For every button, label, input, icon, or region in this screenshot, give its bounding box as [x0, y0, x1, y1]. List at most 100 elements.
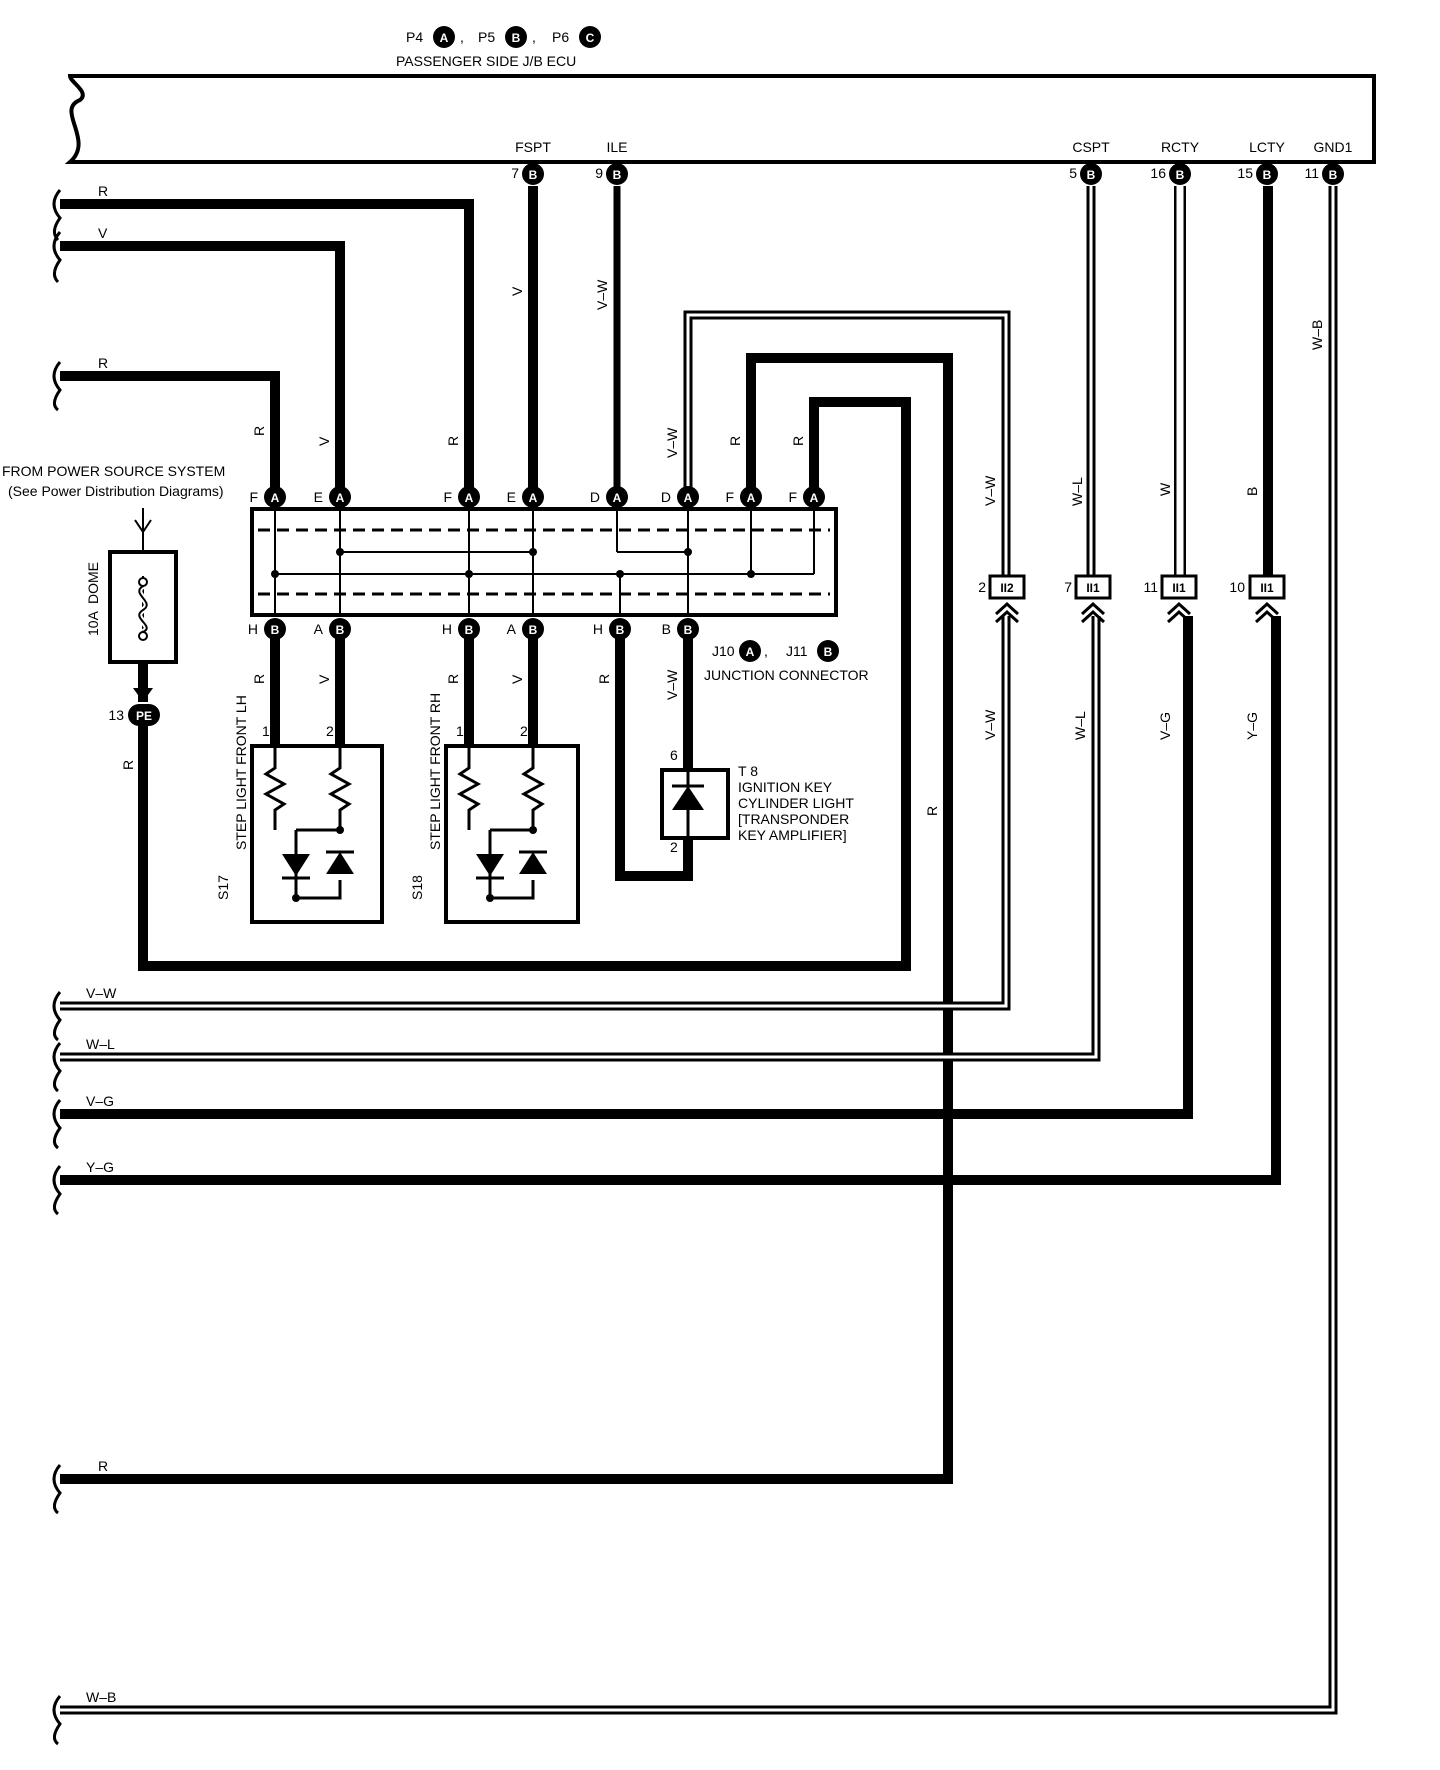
svg-text:E: E	[314, 489, 323, 505]
svg-text:E: E	[507, 489, 516, 505]
svg-text:D: D	[661, 489, 671, 505]
svg-text:R: R	[120, 760, 136, 770]
wire-r-long	[60, 353, 953, 1484]
svg-text:W–L: W–L	[86, 1036, 115, 1052]
svg-text:A: A	[810, 491, 819, 505]
svg-text:IGNITION KEY: IGNITION KEY	[738, 779, 833, 795]
svg-text:R: R	[790, 436, 806, 446]
svg-text:A: A	[314, 621, 324, 637]
svg-text:B: B	[613, 168, 622, 182]
svg-text:B: B	[616, 623, 625, 637]
svg-text:V–G: V–G	[1157, 712, 1173, 740]
svg-text:V: V	[509, 674, 525, 684]
svg-text:II1: II1	[1260, 581, 1274, 595]
svg-text:A: A	[746, 645, 755, 659]
svg-text:GND1: GND1	[1314, 139, 1353, 155]
svg-text:A: A	[336, 491, 345, 505]
svg-text:STEP LIGHT FRONT RH: STEP LIGHT FRONT RH	[427, 693, 443, 850]
svg-text:ILE: ILE	[606, 139, 627, 155]
junction-top-pins: F A E A F A E A D A D A F A F A	[249, 486, 825, 508]
svg-text:R: R	[596, 674, 612, 684]
svg-text:V: V	[316, 674, 332, 684]
svg-text:2: 2	[520, 723, 528, 739]
svg-text:1: 1	[262, 723, 270, 739]
svg-text:B: B	[529, 623, 538, 637]
svg-text:B: B	[1176, 168, 1185, 182]
splice-connectors: 2 II2 7 II1 11 II1 10 II1	[978, 574, 1286, 624]
svg-text:C: C	[586, 31, 595, 45]
svg-text:V–W: V–W	[594, 279, 610, 310]
wires-double	[60, 186, 1338, 1715]
connector-c-badge	[579, 26, 601, 48]
svg-text:V–G: V–G	[86, 1093, 114, 1109]
svg-text:V: V	[316, 436, 332, 446]
junction-label: J10 A , J11 B JUNCTION CONNECTOR	[704, 640, 869, 683]
svg-text:16: 16	[1150, 165, 1166, 181]
svg-text:B: B	[512, 31, 521, 45]
svg-text:B: B	[662, 621, 671, 637]
wire-break-marks	[52, 189, 62, 1746]
left-wire-labels: R V R V–W W–L V–G Y–G R W–B	[86, 183, 117, 1705]
svg-text:B: B	[529, 168, 538, 182]
svg-text:DOME: DOME	[85, 562, 101, 604]
svg-text:FSPT: FSPT	[515, 139, 551, 155]
junction-bottom-pins: H B A B H B A B H B B B	[248, 618, 699, 640]
svg-text:15: 15	[1237, 165, 1253, 181]
wire-v-g	[60, 616, 1193, 1119]
svg-text:V–W: V–W	[982, 709, 998, 740]
svg-text:A: A	[440, 31, 449, 45]
svg-text:H: H	[593, 621, 603, 637]
wire-y-g	[60, 616, 1281, 1185]
svg-text:2: 2	[978, 579, 986, 595]
ignition-key-cylinder-light: 6 2 T 8 IGNITION KEY CYLINDER LIGHT [TRA…	[660, 747, 854, 855]
svg-text:R: R	[98, 355, 108, 371]
ecu-connector-header: P4 A , P5 B , P6 C	[406, 26, 601, 48]
svg-text:P4: P4	[406, 29, 423, 45]
svg-text:F: F	[249, 489, 258, 505]
svg-text:,: ,	[460, 29, 464, 45]
svg-text:13: 13	[108, 707, 124, 723]
svg-text:R: R	[445, 436, 461, 446]
svg-text:STEP LIGHT FRONT LH: STEP LIGHT FRONT LH	[233, 695, 249, 850]
svg-text:CYLINDER LIGHT: CYLINDER LIGHT	[738, 795, 854, 811]
svg-text:6: 6	[670, 747, 678, 763]
svg-text:II1: II1	[1086, 581, 1100, 595]
connector-b-badge	[505, 26, 527, 48]
svg-text:11: 11	[1304, 165, 1319, 181]
svg-text:P5: P5	[478, 29, 495, 45]
wire-r-second	[60, 371, 280, 496]
svg-text:J11: J11	[786, 643, 808, 659]
svg-text:2: 2	[326, 723, 334, 739]
svg-text:A: A	[613, 491, 622, 505]
connector-a-badge	[433, 26, 455, 48]
svg-text:Y–G: Y–G	[1244, 712, 1260, 740]
svg-text:,: ,	[764, 643, 768, 659]
svg-text:R: R	[98, 1458, 108, 1474]
svg-text:RCTY: RCTY	[1161, 139, 1200, 155]
svg-text:10: 10	[1229, 579, 1245, 595]
svg-text:FROM POWER SOURCE SYSTEM: FROM POWER SOURCE SYSTEM	[2, 463, 225, 479]
svg-text:5: 5	[1069, 165, 1077, 181]
svg-text:CSPT: CSPT	[1072, 139, 1110, 155]
svg-text:V: V	[509, 286, 525, 296]
svg-text:B: B	[336, 623, 345, 637]
svg-text:10A: 10A	[85, 610, 101, 636]
svg-text:B: B	[271, 623, 280, 637]
svg-text:2: 2	[670, 839, 678, 855]
wire-r-pe-loop	[138, 397, 911, 971]
svg-text:1: 1	[456, 723, 464, 739]
wire-t8-gnd	[615, 630, 693, 881]
svg-text:V–W: V–W	[86, 985, 117, 1001]
svg-text:A: A	[529, 491, 538, 505]
svg-text:T 8: T 8	[738, 763, 758, 779]
ecu-terminals: FSPT 7 B ILE 9 B CSPT 5 B RCTY 16 B LCTY…	[511, 139, 1353, 185]
svg-text:[TRANSPONDER: [TRANSPONDER	[738, 811, 849, 827]
svg-text:H: H	[248, 621, 258, 637]
wire-r-top	[60, 199, 474, 496]
svg-text:F: F	[725, 489, 734, 505]
svg-text:II2: II2	[1000, 581, 1014, 595]
step-light-front-rh: 1 2 STEP LIGHT FRONT RH S18	[409, 693, 580, 924]
svg-text:S17: S17	[215, 875, 231, 900]
svg-text:7: 7	[1064, 579, 1072, 595]
